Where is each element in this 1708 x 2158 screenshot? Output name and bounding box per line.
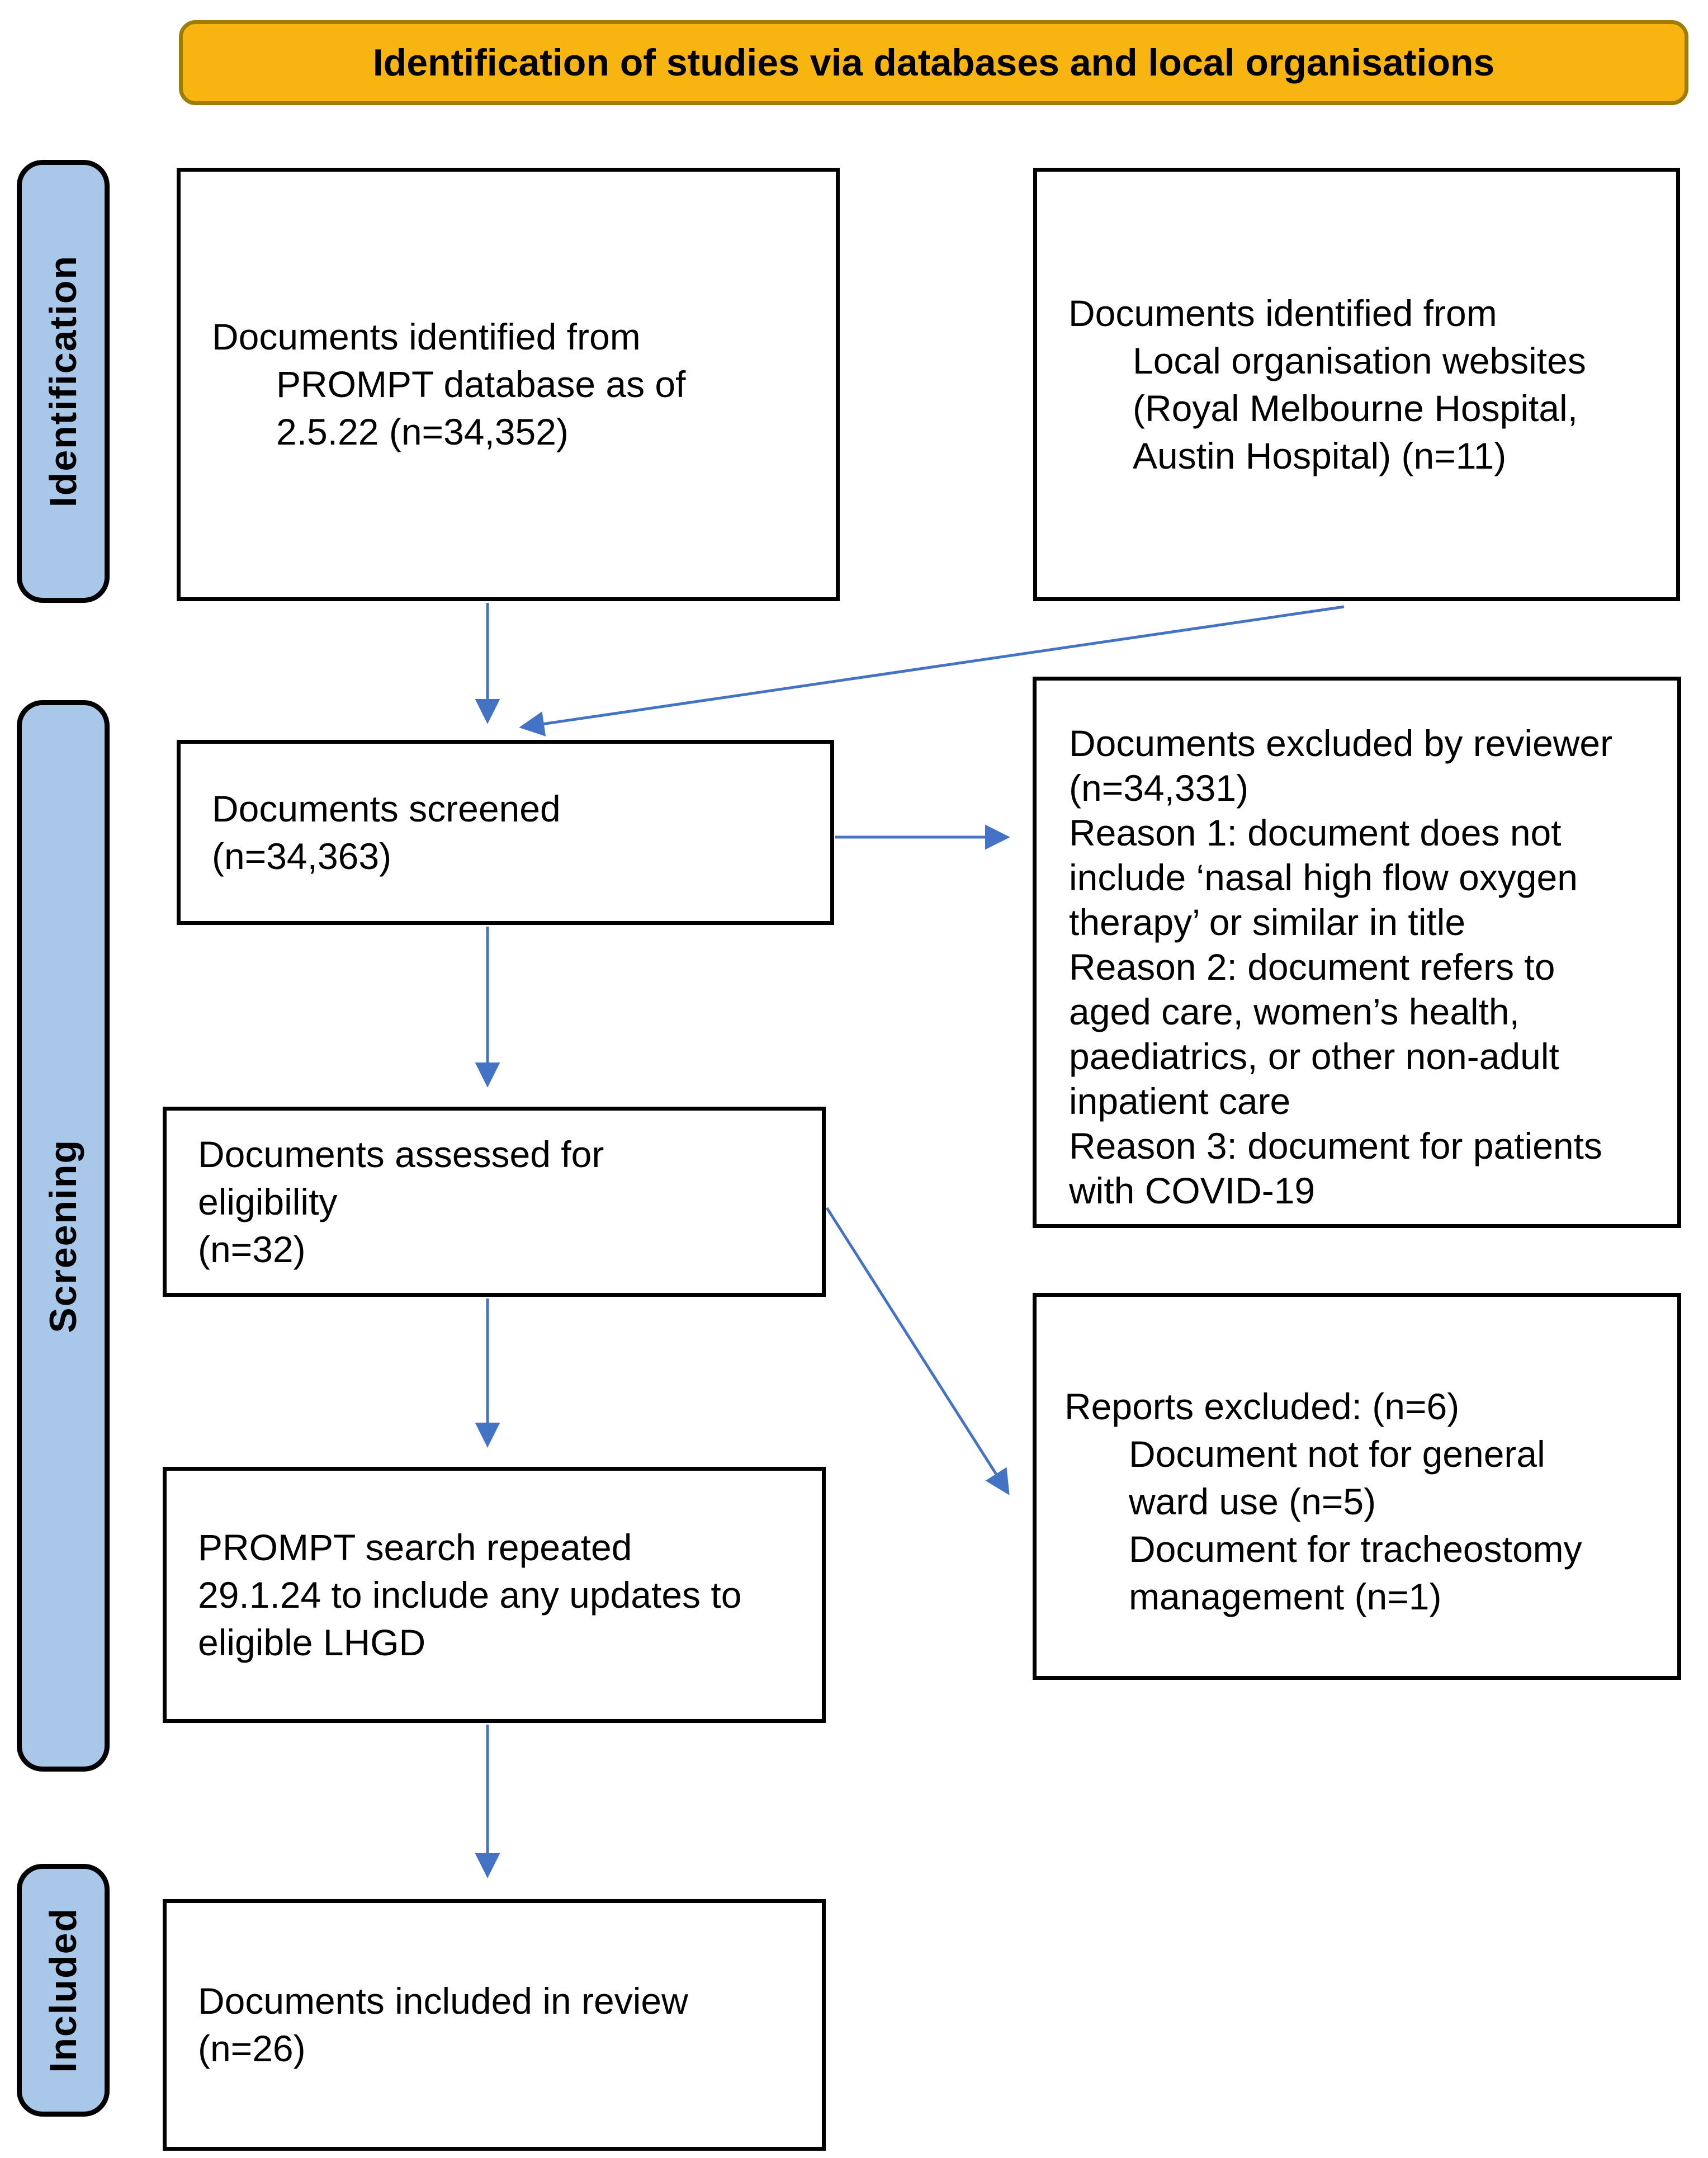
banner-title: Identification of studies via databases … bbox=[372, 41, 1495, 84]
stage-label-included-text: Included bbox=[42, 1907, 84, 2073]
box-line: Document for tracheostomy bbox=[1129, 1528, 1582, 1570]
box-prompt-search-repeated: PROMPT search repeated 29.1.24 to includ… bbox=[163, 1467, 826, 1723]
box-line: Reason 1: document does not bbox=[1069, 812, 1562, 853]
box-line: Documents identified from bbox=[1068, 292, 1497, 334]
box-line: Local organisation websites bbox=[1133, 339, 1586, 381]
box-documents-identified-local: Documents identified from Local organisa… bbox=[1033, 168, 1680, 601]
stage-label-screening: Screening bbox=[17, 700, 110, 1772]
stage-label-included: Included bbox=[17, 1864, 110, 2117]
box-line: (n=26) bbox=[198, 2028, 306, 2069]
box-line: Documents identified from bbox=[212, 316, 641, 357]
box-line: Documents excluded by reviewer bbox=[1069, 723, 1613, 764]
box-line: Reason 2: document refers to bbox=[1069, 946, 1555, 988]
box-line: (n=34,331) bbox=[1069, 767, 1249, 809]
stage-label-screening-text: Screening bbox=[42, 1139, 84, 1333]
arrow-assessed-to-reports-excluded bbox=[825, 1207, 1010, 1495]
box-line: aged care, women’s health, bbox=[1069, 991, 1520, 1032]
box-line: Documents assessed for bbox=[198, 1133, 604, 1175]
box-documents-excluded-reviewer: Documents excluded by reviewer (n=34,331… bbox=[1033, 677, 1681, 1228]
box-line: Reason 3: document for patients bbox=[1069, 1125, 1602, 1167]
box-line: PROMPT search repeated bbox=[198, 1526, 632, 1568]
box-documents-assessed: Documents assessed for eligibility (n=32… bbox=[163, 1107, 826, 1297]
stage-label-identification-text: Identification bbox=[42, 255, 84, 508]
box-line: PROMPT database as of bbox=[276, 363, 686, 405]
box-line: paediatrics, or other non-adult bbox=[1069, 1036, 1559, 1077]
box-documents-screened: Documents screened (n=34,363) bbox=[177, 740, 834, 925]
banner: Identification of studies via databases … bbox=[179, 20, 1688, 105]
box-line: (n=32) bbox=[198, 1228, 306, 1270]
box-line: Austin Hospital) (n=11) bbox=[1133, 435, 1507, 476]
box-documents-included: Documents included in review (n=26) bbox=[163, 1899, 826, 2151]
box-documents-identified-prompt: Documents identified from PROMPT databas… bbox=[177, 168, 840, 601]
box-line: management (n=1) bbox=[1129, 1576, 1442, 1617]
box-line: eligible LHGD bbox=[198, 1621, 426, 1663]
box-line: 2.5.22 (n=34,352) bbox=[276, 411, 569, 452]
stage-label-identification: Identification bbox=[17, 160, 110, 603]
box-line: Document not for general bbox=[1129, 1433, 1545, 1475]
box-reports-excluded: Reports excluded: (n=6) Document not for… bbox=[1033, 1293, 1681, 1680]
box-line: ward use (n=5) bbox=[1129, 1481, 1376, 1522]
box-line: include ‘nasal high flow oxygen bbox=[1069, 857, 1578, 898]
box-line: (n=34,363) bbox=[212, 835, 392, 877]
box-line: 29.1.24 to include any updates to bbox=[198, 1574, 742, 1616]
box-line: Documents included in review bbox=[198, 1980, 688, 2022]
box-line: Reports excluded: (n=6) bbox=[1064, 1386, 1460, 1427]
box-line: (Royal Melbourne Hospital, bbox=[1133, 387, 1578, 429]
box-line: inpatient care bbox=[1069, 1080, 1291, 1122]
box-line: eligibility bbox=[198, 1180, 338, 1222]
box-line: with COVID-19 bbox=[1069, 1170, 1316, 1211]
box-line: therapy’ or similar in title bbox=[1069, 901, 1466, 943]
box-line: Documents screened bbox=[212, 787, 561, 829]
